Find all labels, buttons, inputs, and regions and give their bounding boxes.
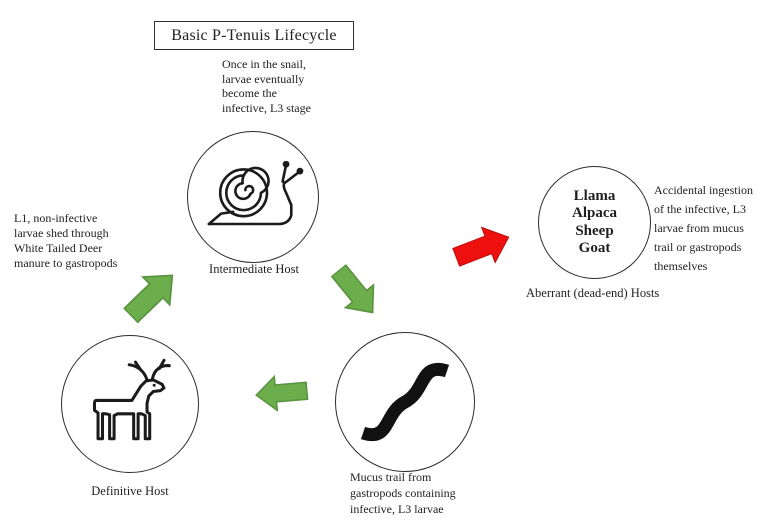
aberrant-hosts-list: Llama Alpaca Sheep Goat bbox=[572, 187, 617, 257]
label-intermediate-host: Intermediate Host bbox=[209, 262, 299, 276]
snail-icon bbox=[207, 160, 304, 226]
mucus-trail-icon bbox=[360, 362, 450, 442]
deer-icon bbox=[92, 358, 171, 441]
arrow-mucus-to-definitive bbox=[255, 374, 309, 412]
node-intermediate-host bbox=[187, 131, 319, 263]
arrow-shed-to-intermediate bbox=[122, 274, 174, 324]
node-definitive-host bbox=[61, 335, 199, 473]
diagram-title-text: Basic P-Tenuis Lifecycle bbox=[171, 26, 337, 44]
note-accidental-ingestion: Accidental ingestion of the infective, L… bbox=[654, 183, 753, 273]
note-snail-infective: Once in the snail, larvae eventually bec… bbox=[222, 57, 311, 115]
node-mucus-trail bbox=[335, 332, 475, 472]
label-mucus-trail: Mucus trail from gastropods containing i… bbox=[350, 470, 456, 516]
node-aberrant-hosts: Llama Alpaca Sheep Goat bbox=[538, 166, 651, 279]
arrow-to-aberrant-hosts bbox=[452, 226, 510, 267]
diagram-title: Basic P-Tenuis Lifecycle bbox=[154, 21, 354, 50]
label-aberrant-hosts: Aberrant (dead-end) Hosts bbox=[526, 286, 660, 300]
note-larvae-shed: L1, non-infective larvae shed through Wh… bbox=[14, 211, 118, 270]
label-definitive-host: Definitive Host bbox=[91, 484, 169, 498]
arrow-intermediate-to-mucus bbox=[330, 263, 375, 314]
